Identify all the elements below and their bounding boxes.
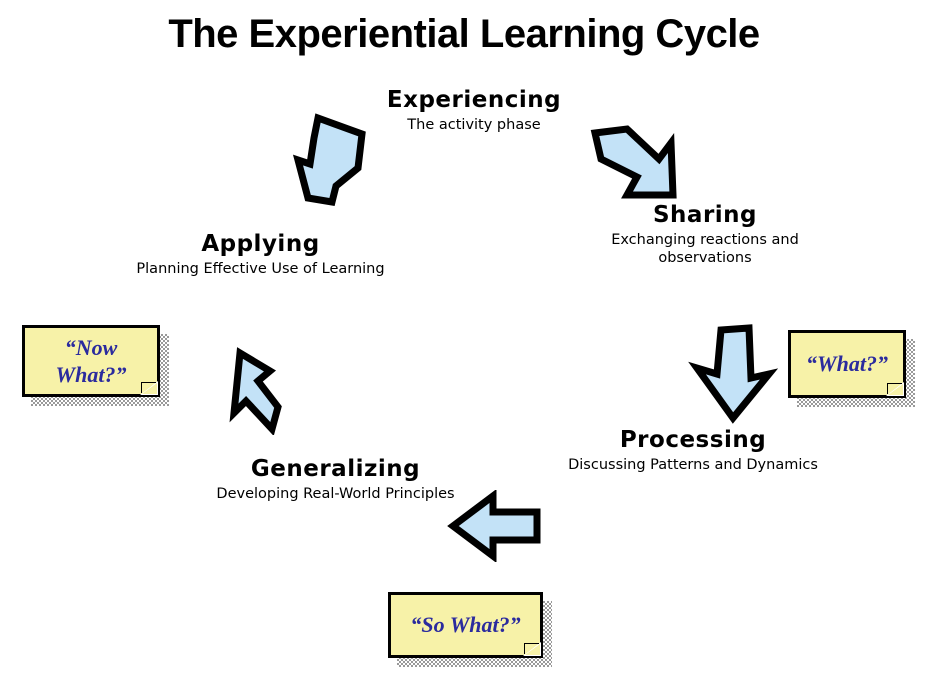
note-what-text: “What?” [806, 351, 888, 377]
note-now-what-text: “Now What?” [55, 334, 127, 388]
stage-experiencing: Experiencing The activity phase [329, 87, 619, 134]
arrow-applying-to-experiencing [270, 112, 370, 207]
arrow-sharing-to-processing [683, 322, 783, 427]
stage-generalizing-desc: Developing Real-World Principles [216, 486, 455, 503]
stage-generalizing-name: Generalizing [250, 456, 421, 482]
note-so-what: “So What?” [388, 592, 552, 667]
stage-experiencing-desc: The activity phase [407, 117, 541, 134]
stage-processing-desc: Discussing Patterns and Dynamics [568, 457, 818, 474]
arrow-experiencing-to-sharing [575, 115, 680, 210]
page-title: The Experiential Learning Cycle [168, 12, 760, 56]
note-so-what-text: “So What?” [410, 612, 521, 638]
stage-applying-name: Applying [201, 231, 320, 257]
stage-experiencing-name: Experiencing [386, 87, 562, 113]
note-what: “What?” [788, 330, 915, 407]
arrow-generalizing-to-applying [200, 345, 295, 435]
stage-sharing-name: Sharing [652, 202, 758, 228]
note-fold-corner-icon [140, 381, 158, 395]
stage-processing-name: Processing [619, 427, 767, 453]
stage-applying: Applying Planning Effective Use of Learn… [128, 231, 393, 278]
note-fold-corner-icon [523, 642, 541, 656]
stage-applying-desc: Planning Effective Use of Learning [136, 261, 385, 278]
arrow-processing-to-generalizing [445, 490, 545, 562]
note-fold-corner-icon [886, 382, 904, 396]
stage-sharing: Sharing Exchanging reactions and observa… [565, 202, 845, 268]
stage-processing: Processing Discussing Patterns and Dynam… [553, 427, 833, 474]
stage-sharing-desc: Exchanging reactions and observations [611, 232, 799, 267]
note-now-what: “Now What?” [22, 325, 169, 406]
stage-generalizing: Generalizing Developing Real-World Princ… [193, 456, 478, 503]
